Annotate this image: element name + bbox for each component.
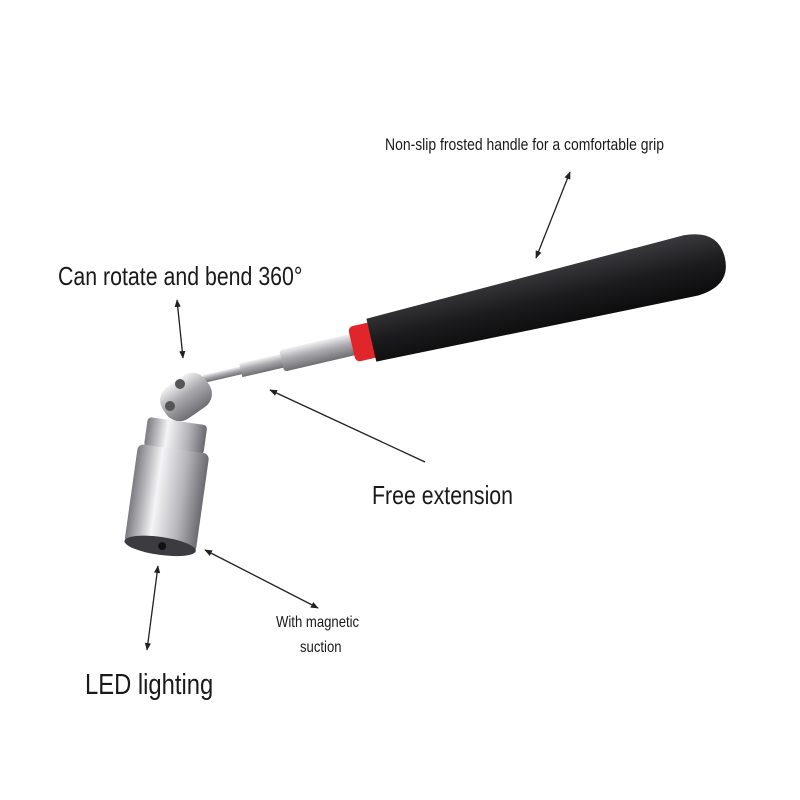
arrow-led <box>144 565 161 651</box>
label-handle: Non-slip frosted handle for a comfortabl… <box>385 135 664 154</box>
label-magnetic-line2: suction <box>300 639 342 656</box>
label-rotate: Can rotate and bend 360° <box>58 261 303 291</box>
magnetic-led-head <box>124 417 209 557</box>
label-magnetic-line1: With magnetic <box>276 614 360 631</box>
arrow-handle <box>535 171 571 259</box>
foam-handle <box>366 234 726 362</box>
label-led: LED lighting <box>85 669 214 701</box>
arrow-rotate <box>174 299 186 359</box>
arrow-extension <box>269 389 426 463</box>
telescoping-shaft <box>202 234 726 383</box>
label-extension: Free extension <box>372 480 514 510</box>
swivel-joint <box>160 372 212 422</box>
arrow-magnetic <box>204 549 319 609</box>
